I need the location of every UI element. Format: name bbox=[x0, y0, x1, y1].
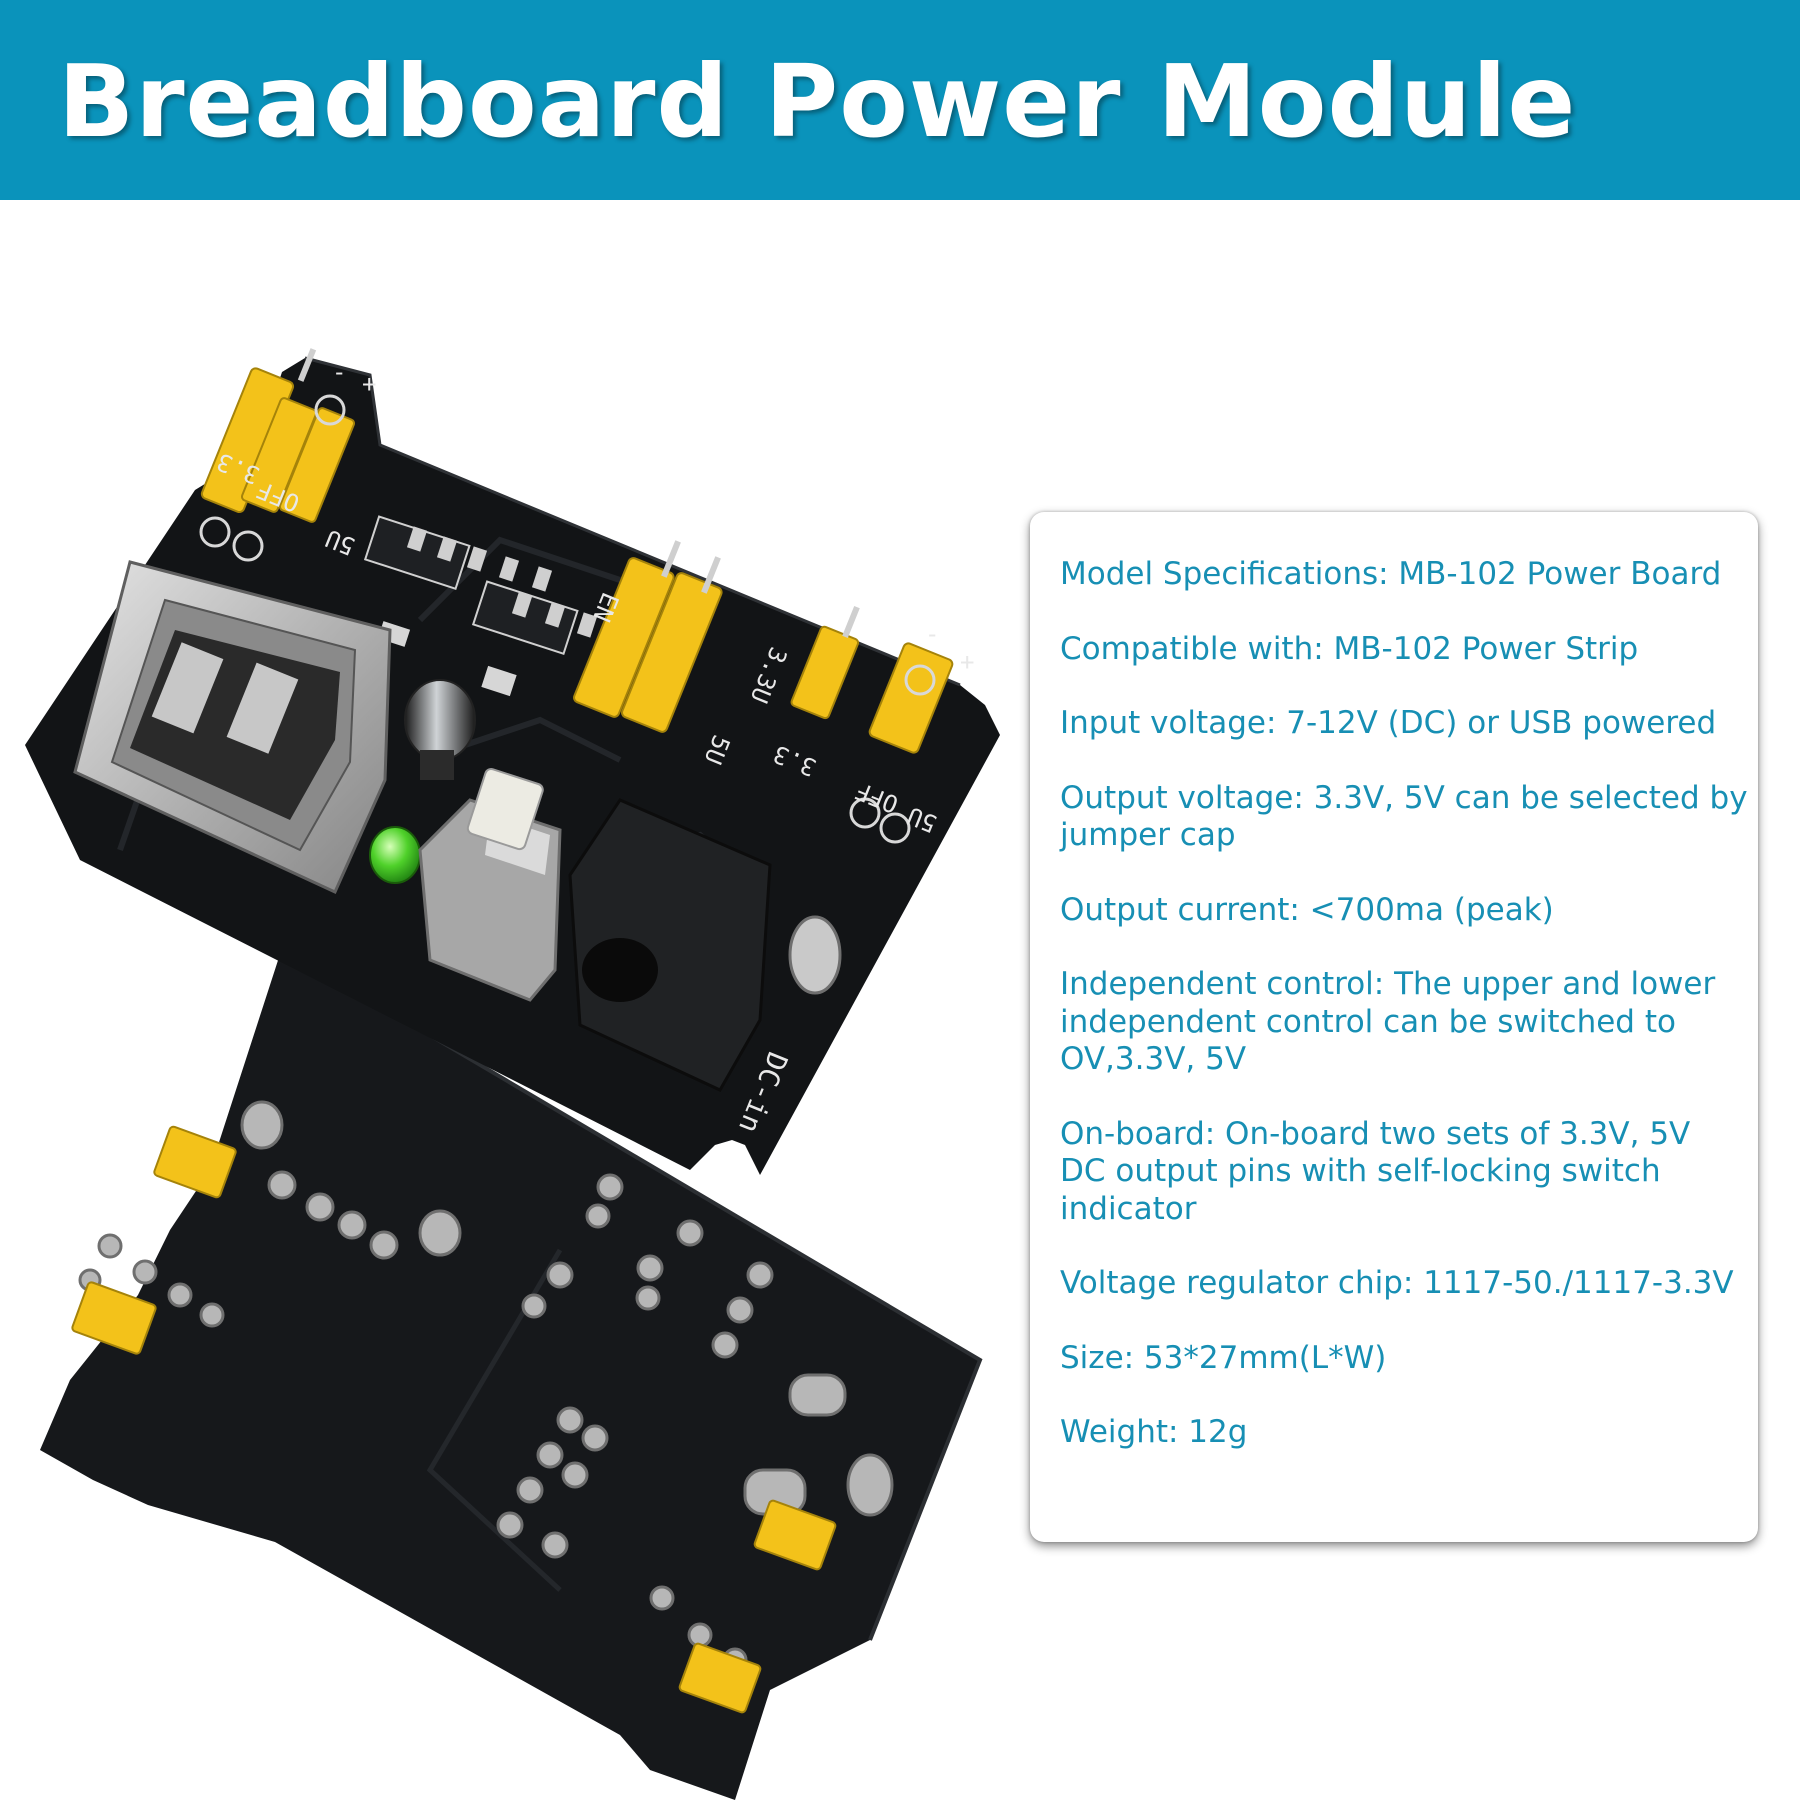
spec-input-voltage: Input voltage: 7-12V (DC) or USB powered bbox=[1060, 705, 1717, 741]
silk-r-plus: + bbox=[960, 648, 974, 676]
specifications-card: Model Specifications: MB-102 Power Board… bbox=[1030, 512, 1758, 1542]
silk-r-minus: - bbox=[925, 620, 939, 648]
page-title: Breadboard Power Module bbox=[58, 43, 1577, 160]
silk-minus: - bbox=[332, 358, 346, 386]
spec-output-voltage: Output voltage: 3.3V, 5V can be selected… bbox=[1060, 779, 1748, 854]
capacitor bbox=[404, 679, 476, 780]
title-banner: Breadboard Power Module bbox=[0, 0, 1800, 200]
spec-size: Size: 53*27mm(L*W) bbox=[1060, 1339, 1387, 1376]
dc-barrel-jack bbox=[568, 798, 842, 1092]
pad-outlines bbox=[199, 394, 936, 844]
spec-independent-control: Independent control: The upper and lower… bbox=[1060, 966, 1716, 1077]
product-photo: 3.3 OFF 5U - + EN 3.3U 5U 3.3 OFF 5U - +… bbox=[25, 348, 1000, 1800]
spec-weight: Weight: 12g bbox=[1060, 1414, 1248, 1450]
bottom-board bbox=[40, 946, 983, 1800]
bottom-header-pins bbox=[71, 1125, 837, 1714]
spec-model: Model Specifications: MB-102 Power Board bbox=[1060, 556, 1722, 592]
silk-plus: + bbox=[362, 370, 376, 398]
spec-compatible: Compatible with: MB-102 Power Strip bbox=[1060, 630, 1639, 667]
spec-list: Model Specifications: MB-102 Power Board… bbox=[1060, 556, 1758, 1452]
self-locking-switch bbox=[418, 768, 562, 1002]
green-led bbox=[369, 826, 421, 884]
solder-pads bbox=[78, 1100, 894, 1673]
spec-output-current: Output current: <700ma (peak) bbox=[1060, 891, 1554, 928]
usb-port bbox=[73, 560, 392, 894]
spec-on-board: On-board: On-board two sets of 3.3V, 5V … bbox=[1060, 1115, 1691, 1227]
top-board: 3.3 OFF 5U - + EN 3.3U 5U 3.3 OFF 5U - +… bbox=[25, 348, 1000, 1175]
header-pin-tips bbox=[297, 348, 860, 638]
top-header-pins bbox=[200, 367, 954, 754]
spec-regulator-chip: Voltage regulator chip: 1117-50./1117-3.… bbox=[1060, 1265, 1734, 1301]
